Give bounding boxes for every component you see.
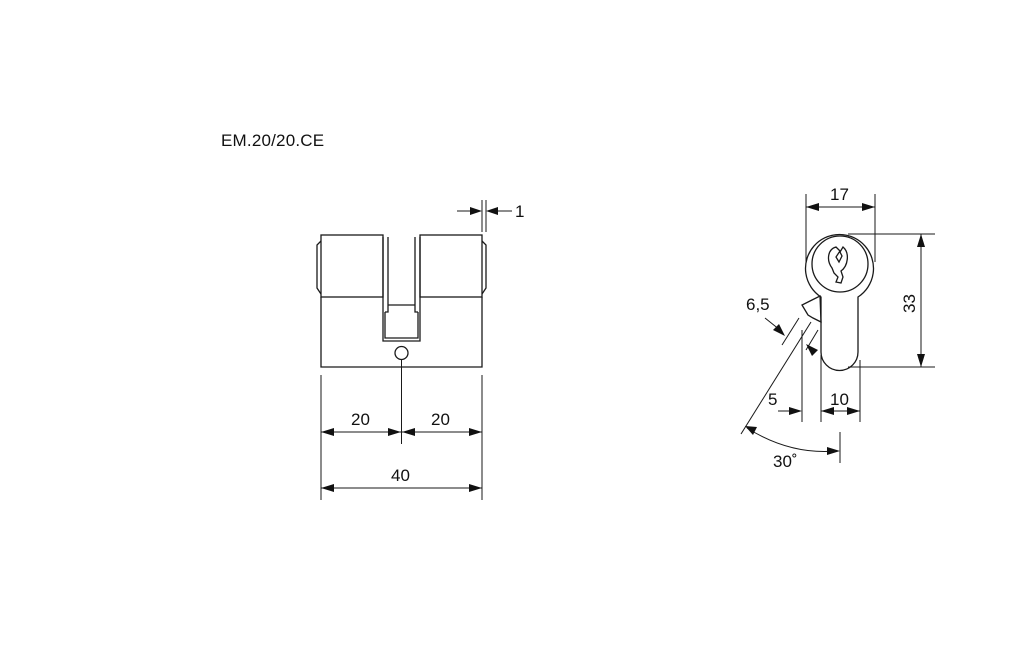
dim-cam-offset: 5: [768, 390, 777, 409]
plug-circle: [811, 235, 869, 293]
side-view: 17 33 6,5 5 10 30˚: [740, 185, 935, 471]
front-view: 1 20 20 40: [316, 200, 524, 500]
dim-offset: 1: [515, 202, 524, 221]
right-plug-body: [419, 234, 483, 298]
cam-slot-inner: [387, 237, 416, 305]
dim-width: 17: [830, 185, 849, 204]
left-plug-body: [320, 234, 384, 298]
dim-left-half: 20: [351, 410, 370, 429]
dim-cam-angle: 30˚: [773, 452, 798, 471]
lower-body: [320, 297, 483, 368]
keyway: [827, 246, 848, 284]
profile-outline: [804, 233, 875, 372]
right-plug-chamfer: [481, 240, 487, 295]
dim-total-length: 40: [391, 466, 410, 485]
drawing-title: EM.20/20.CE: [221, 131, 325, 150]
left-plug-chamfer: [316, 240, 322, 295]
cam: [384, 304, 419, 339]
dim-bottom-width: 10: [830, 390, 849, 409]
cam-slot-outer: [382, 237, 421, 342]
fixing-hole: [394, 345, 409, 361]
dim-cam-thickness: 6,5: [746, 295, 770, 314]
dim-right-half: 20: [431, 410, 450, 429]
dim-height: 33: [900, 294, 919, 313]
cam-side: [801, 294, 822, 324]
